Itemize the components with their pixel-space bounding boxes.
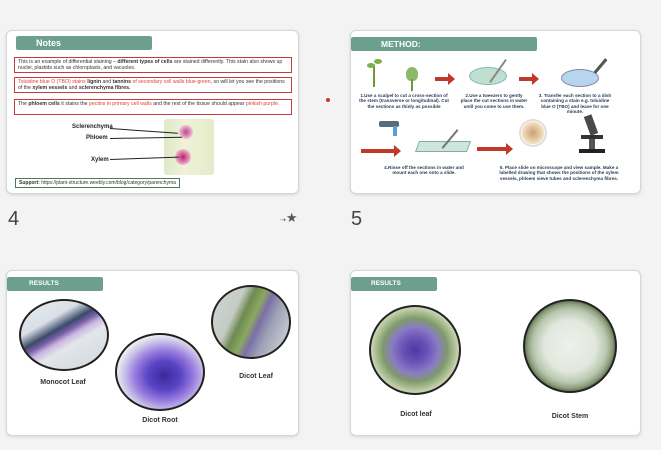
slide-header-results: RESULTS [7,277,103,291]
slide-thumbnail-results-1[interactable]: RESULTS Monocot Leaf Dicot Root Dicot Le… [6,270,299,436]
notes-paragraph-1: This is an example of differential stain… [14,57,292,73]
notes-paragraph-3: The phloem cells it stains the pectins i… [14,99,292,115]
caption-dicot-leaf: Dicot Leaf [239,373,273,380]
caption-monocot-leaf: Monocot Leaf [40,379,86,386]
transition-icon: ⇢ [280,217,286,224]
text: This is an example of differential stain… [18,59,118,65]
label-sclerenchyma: Sclerenchyma [72,124,113,130]
caption-dicot-stem: Dicot Stem [551,413,589,420]
transition-star-icon[interactable]: ⇢★ [280,210,298,226]
plant-illustration [367,59,382,87]
support-label: Support: [19,180,40,186]
text-bold: different types of cells [117,59,173,65]
stain-dish-illustration [561,69,599,87]
text: and [67,85,79,92]
notes-title: Notes [36,38,62,48]
slide-thumbnail-5[interactable]: METHOD: 1.Use a scalpel to cut a cross-s… [350,30,641,194]
caption-dicot-leaf-2: Dicot leaf [400,411,432,418]
tissue-diagram [164,119,214,175]
slide-header-method: METHOD: [351,37,537,51]
method-title: METHOD: [381,39,421,49]
text: and [101,79,113,85]
method-step-2: 2.Use a tweezers to gently place the cut… [460,93,528,109]
method-step-3: 3. Transfer each section to a dish conta… [538,93,612,115]
label-xylem: Xylem [91,157,109,163]
text-red: of secondary cell walls blue-green [131,79,211,85]
slide-header-results-2: RESULTS [351,277,437,291]
text-red: Toluidine blue O (TBO) stains [18,79,88,85]
micrograph-dicot-leaf-2 [369,305,461,395]
slide-number-5: 5 [351,208,363,230]
slide-number-4: 4 [8,208,20,230]
arrow-1 [435,73,455,85]
dropper-illustration [593,58,608,74]
tap-illustration [379,117,405,137]
method-step-1: 1.Use a scalpel to cut a cross-section o… [359,93,449,109]
slide-header-notes: Notes [16,36,152,50]
text: and the rest of the tissue should appear [151,101,246,107]
results-title-2: RESULTS [371,280,401,287]
method-step-5: 5. Place slide on microscope and view sa… [499,165,619,181]
stem-section-illustration [403,61,421,91]
xylem-spot [174,149,192,165]
text-bold: xylem vessels [32,85,68,92]
arrow-2 [519,73,539,85]
results-title: RESULTS [29,280,59,287]
slide-thumbnail-4[interactable]: Notes This is an example of differential… [6,30,299,194]
arrow-3 [361,145,401,157]
text: it stains the [59,101,89,107]
comment-dot [326,98,330,102]
micrograph-dicot-stem [523,299,617,393]
text-bold: phloem cells [28,101,60,107]
support-link[interactable]: Support: https://plant-structure.weebly.… [15,178,180,188]
caption-dicot-root: Dicot Root [142,417,178,424]
label-phloem: Phloem [86,135,108,141]
text-red: pinkish purple. [245,101,280,107]
microscope-illustration [577,114,607,153]
star-icon: ★ [285,210,298,225]
slide-thumbnail-results-2[interactable]: RESULTS Dicot leaf Dicot Stem [350,270,641,436]
text: , so will let you see the positions of t… [18,79,285,92]
arrow-4 [477,143,513,155]
micrograph-dicot-root [115,333,205,411]
method-step-4: 4.Rinse off the sections in water and mo… [384,165,464,176]
text: are stained differently. This stain also… [18,59,283,72]
support-url: https://plant-structure.weebly.com/blog/… [41,180,176,186]
micrograph-monocot-leaf [19,299,109,371]
text: The [18,101,29,107]
phloem-spot [178,125,194,139]
text-red: pectins in primary cell walls [88,101,152,107]
micrograph-dicot-leaf [211,285,291,359]
dish-illustration [469,67,507,85]
text-bold: tannins [112,79,132,85]
text-bold: sclerenchyma fibres. [78,85,131,92]
text-bold: lignin [87,79,102,85]
notes-paragraph-2: Toluidine blue O (TBO) stains lignin and… [14,77,292,93]
sample-image [519,119,547,147]
